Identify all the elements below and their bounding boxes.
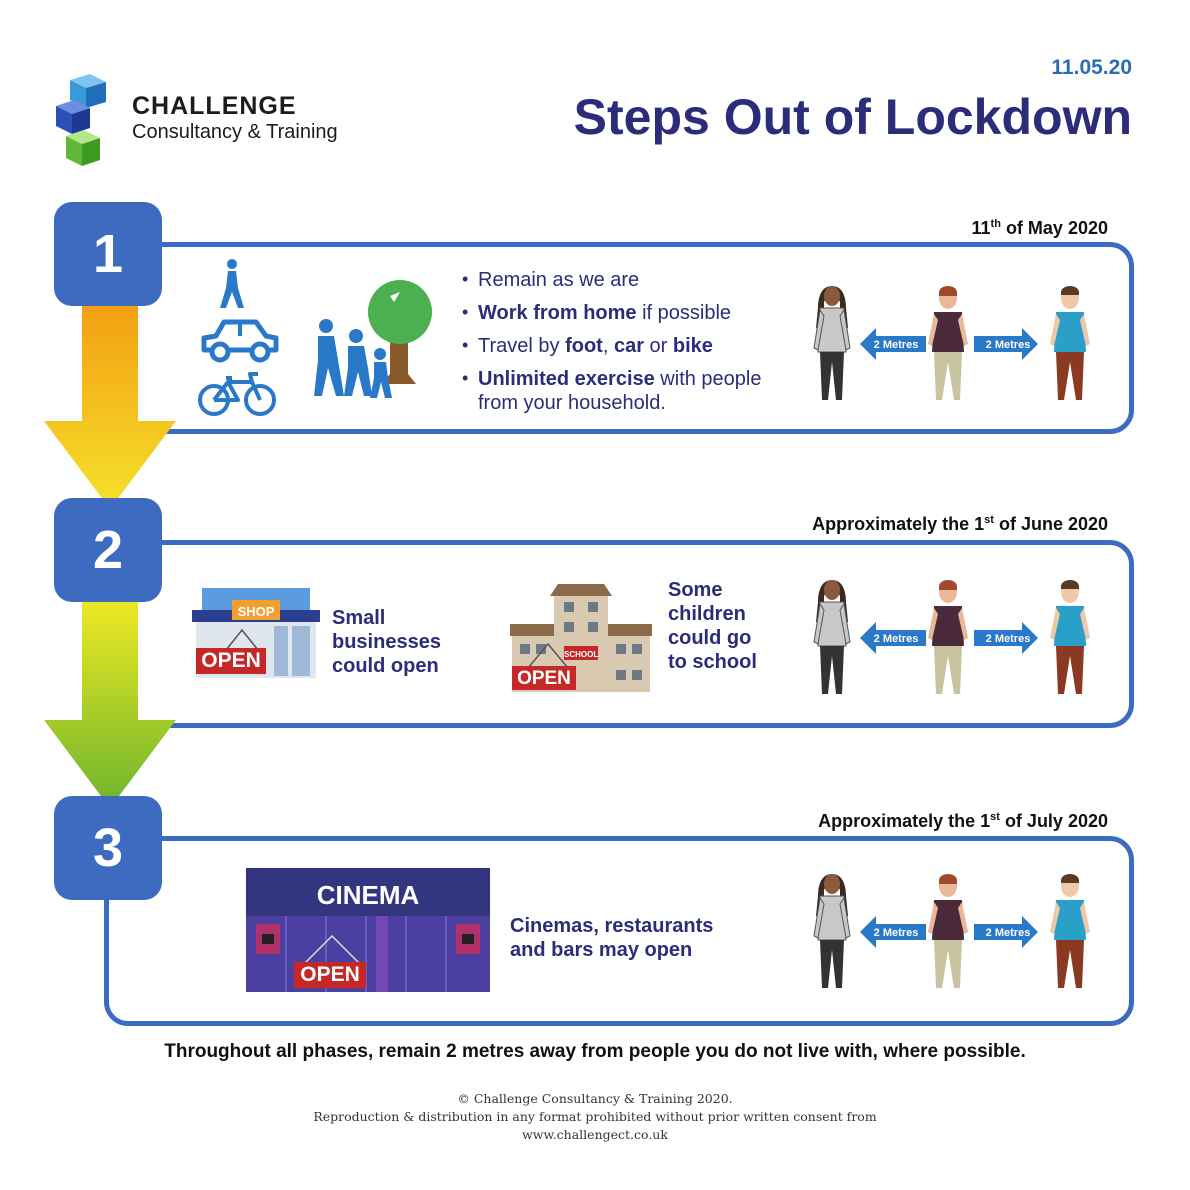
- phase-1-distancing: 2 Metres 2 Metres: [813, 286, 1090, 400]
- logo-subtitle: Consultancy & Training: [132, 121, 338, 143]
- cinema-sign: CINEMA: [316, 880, 420, 910]
- bullet-work-from-home: Work from home if possible: [460, 300, 800, 325]
- shop-open-sign: OPEN: [201, 649, 261, 672]
- phase-1-badge: 1: [54, 202, 162, 306]
- school-sign: SCHOOL: [564, 650, 599, 659]
- bicycle-icon: [198, 372, 276, 416]
- phase-2-badge: 2: [54, 498, 162, 602]
- distance-left-label: 2 Metres: [874, 633, 919, 645]
- cinema-icon: [246, 868, 490, 992]
- bullet-remain: Remain as we are: [460, 267, 800, 292]
- person-man-right-icon: [1050, 874, 1090, 988]
- distance-right-label: 2 Metres: [986, 633, 1031, 645]
- person-man-right-icon: [1050, 580, 1090, 694]
- person-man-middle-icon: [928, 874, 968, 988]
- copyright-text: © Challenge Consultancy & Training 2020.: [457, 1091, 733, 1106]
- person-woman-icon: [813, 580, 851, 694]
- phase-3-panel: [104, 836, 1134, 1026]
- footer-message: Throughout all phases, remain 2 metres a…: [164, 1041, 1026, 1062]
- shop-sign: SHOP: [237, 604, 275, 619]
- phase-3-badge: 3: [54, 796, 162, 900]
- person-man-middle-icon: [928, 286, 968, 400]
- walking-person-icon: [220, 259, 244, 308]
- car-icon: [201, 319, 279, 363]
- logo-title: CHALLENGE: [132, 92, 297, 120]
- person-woman-icon: [813, 286, 851, 400]
- challenge-logo-icon: [56, 74, 106, 166]
- school-caption: Some children could go to school: [668, 579, 757, 673]
- phase-1-bullets: Remain as we are Work from home if possi…: [460, 267, 800, 424]
- person-woman-icon: [813, 874, 851, 988]
- cinema-caption: Cinemas, restaurants and bars may open: [510, 915, 714, 961]
- family-exercise-icon: [314, 280, 432, 398]
- bullet-exercise: Unlimited exercise with people from your…: [460, 366, 800, 415]
- arrow-down-icon: [44, 594, 176, 808]
- issue-date: 11.05.20: [1051, 56, 1132, 79]
- page-title: Steps Out of Lockdown: [573, 89, 1132, 145]
- school-icon: [510, 584, 652, 692]
- cinema-open-sign: OPEN: [300, 963, 360, 986]
- shop-icon: [192, 588, 320, 678]
- bullet-travel: Travel by foot, car or bike: [460, 333, 800, 358]
- phase-2-date: Approximately the 1st of June 2020: [812, 514, 1108, 534]
- distance-right-label: 2 Metres: [986, 927, 1031, 939]
- distance-left-label: 2 Metres: [874, 339, 919, 351]
- person-man-right-icon: [1050, 286, 1090, 400]
- shop-caption: Small businesses could open: [332, 607, 441, 677]
- website-link[interactable]: www.challengect.co.uk: [522, 1127, 668, 1142]
- school-open-sign: OPEN: [517, 668, 571, 689]
- distance-right-label: 2 Metres: [986, 339, 1031, 351]
- reproduction-notice: Reproduction & distribution in any forma…: [313, 1109, 877, 1124]
- phase-3-distancing: 2 Metres 2 Metres: [813, 874, 1090, 988]
- phase-1-date: 11th of May 2020: [971, 218, 1108, 238]
- arrow-down-icon: [44, 295, 176, 509]
- person-man-middle-icon: [928, 580, 968, 694]
- phase-2-distancing: 2 Metres 2 Metres: [813, 580, 1090, 694]
- phase-3-date: Approximately the 1st of July 2020: [818, 811, 1108, 831]
- distance-left-label: 2 Metres: [874, 927, 919, 939]
